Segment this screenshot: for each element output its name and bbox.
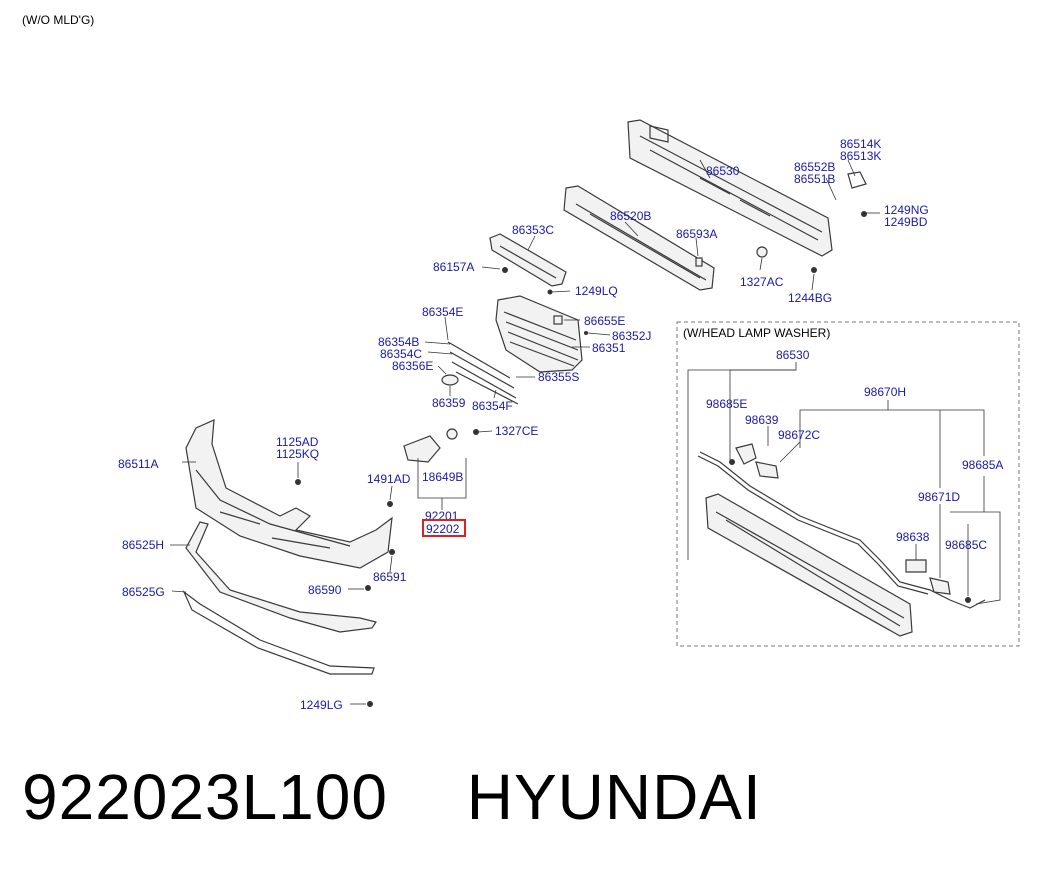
parts-diagram: (W/O MLD'G) (22, 13, 1020, 712)
highlight-box (422, 519, 466, 537)
label-86354C: 86354C (380, 347, 422, 361)
footer-caption: 922023L100 HYUNDAI (22, 760, 762, 834)
inset-label-98685C: 98685C (945, 538, 987, 552)
label-1249NG: 1249NG (884, 203, 929, 217)
inset-title: (W/HEAD LAMP WASHER) (683, 326, 830, 340)
label-86359: 86359 (432, 396, 466, 410)
label-1249LG: 1249LG (300, 698, 343, 712)
label-86355S: 86355S (538, 370, 579, 384)
label-86354E: 86354E (422, 305, 463, 319)
label-1249BD: 1249BD (884, 215, 928, 229)
brand-name: HYUNDAI (466, 761, 762, 833)
inset-label-86530: 86530 (776, 348, 810, 362)
label-86552B: 86552B (794, 160, 835, 174)
bracket-86353C (489, 233, 567, 287)
part-number: 922023L100 (22, 761, 388, 833)
label-1125KQ: 1125KQ (276, 447, 319, 461)
label-1249LQ: 1249LQ (575, 284, 618, 298)
label-86513K: 86513K (840, 149, 881, 163)
grille-86351 (495, 295, 583, 373)
label-86591: 86591 (373, 570, 407, 584)
fog-bracket-18649B (403, 428, 458, 463)
variant-note: (W/O MLD'G) (22, 13, 94, 27)
bumper-cover-86511A (185, 419, 393, 569)
label-86514K: 86514K (840, 137, 881, 151)
label-1491AD: 1491AD (367, 472, 411, 486)
label-86655E: 86655E (584, 314, 625, 328)
label-86356E: 86356E (392, 359, 433, 373)
label-86351: 86351 (592, 341, 626, 355)
inset-label-98671D: 98671D (918, 490, 960, 504)
label-86530: 86530 (706, 164, 740, 178)
fasteners (295, 171, 867, 707)
inset-label-98639: 98639 (745, 413, 779, 427)
label-86354B: 86354B (378, 335, 419, 349)
inset-label-98685A: 98685A (962, 458, 1003, 472)
label-1244BG: 1244BG (788, 291, 832, 305)
inset-label-98638: 98638 (896, 530, 930, 544)
label-86354F: 86354F (472, 399, 513, 413)
label-86157A: 86157A (433, 260, 474, 274)
bumper-beam-86530 (627, 119, 833, 257)
label-86520B: 86520B (610, 209, 651, 223)
label-86551B: 86551B (794, 172, 835, 186)
label-1327AC: 1327AC (740, 275, 784, 289)
inset-label-98672C: 98672C (778, 428, 820, 442)
label-86525G: 86525G (122, 585, 165, 599)
lip-86525H (185, 521, 377, 633)
inset-head-lamp-washer: (W/HEAD LAMP WASHER) 86530 98685E 98670H… (676, 321, 1020, 647)
label-86352J: 86352J (612, 329, 651, 343)
strip-86525G (182, 590, 375, 675)
leader-lines (170, 159, 880, 705)
label-86525H: 86525H (122, 538, 164, 552)
label-86590: 86590 (308, 583, 342, 597)
label-86353C: 86353C (512, 223, 554, 237)
label-86511A: 86511A (118, 457, 158, 471)
inset-label-98670H: 98670H (864, 385, 906, 399)
label-1327CE: 1327CE (495, 424, 538, 438)
part-labels: 86514K 86513K 86530 86552B 86551B 1249NG… (118, 137, 929, 712)
label-18649B: 18649B (422, 470, 463, 484)
label-92202[interactable]: 92202 (426, 522, 460, 536)
beam-86520B (563, 185, 715, 291)
label-1125AD: 1125AD (276, 435, 319, 449)
inset-label-98685E: 98685E (706, 397, 747, 411)
label-86593A: 86593A (676, 227, 717, 241)
grille-moldings (441, 341, 519, 405)
